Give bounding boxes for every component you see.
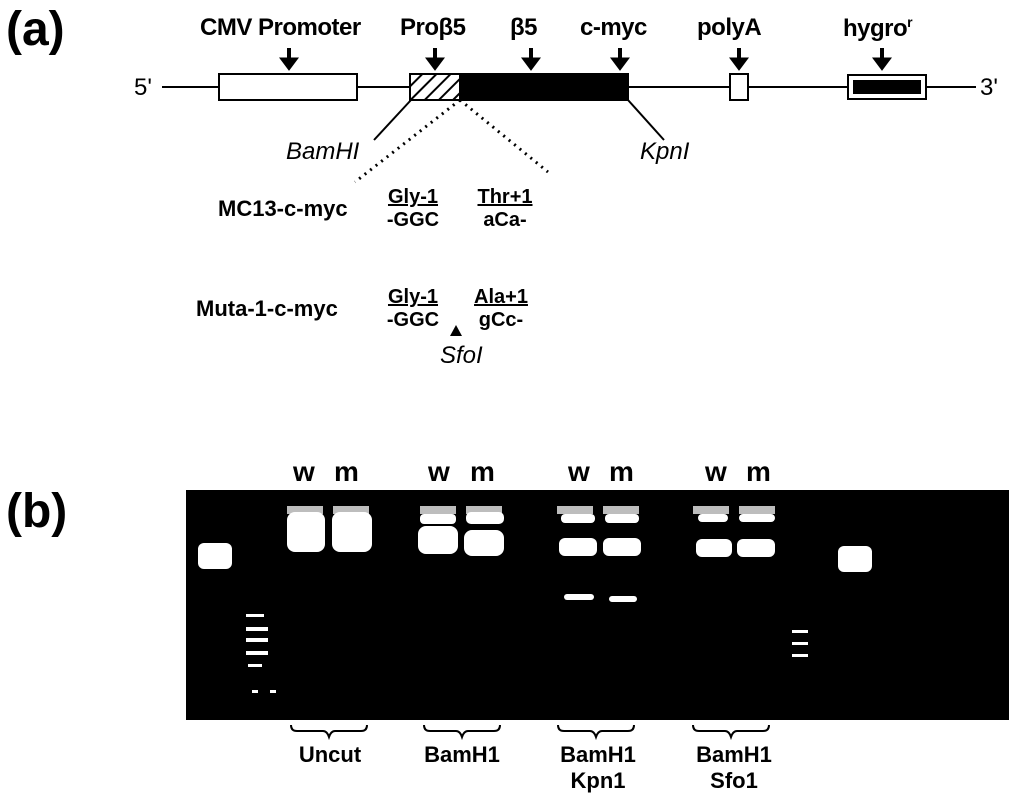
band-bamh1-w-upper [420,514,456,524]
gel-well [739,506,775,514]
arrow-down-icon [611,48,629,70]
marker-1-075kb: 1.075 kb [904,582,991,608]
band-uncut-m [332,512,372,552]
gel-well [603,506,639,514]
brace-sfo1 [693,725,769,737]
band-kpn1-m-upper [605,514,639,523]
brace-kpn1 [558,725,634,737]
bamhi-leader-line [374,100,411,140]
ladder-tick [246,651,268,655]
band-sfo1-w-upper [698,514,728,522]
digest-line2: Kpn1 [548,768,648,794]
pro-beta5-box [410,74,460,100]
lane-label-bamh1-w: w [428,456,450,488]
lane-label-sfo1-m: m [746,456,771,488]
band-sfo1-m-main [737,539,775,557]
digest-bamh1-sfo1: BamH1 Sfo1 [684,742,784,794]
gel-well [420,506,456,514]
marker-253bp: 253 bp [906,647,976,673]
ladder-tick [792,654,808,657]
band-bamh1-w-lower [418,526,458,554]
zoom-line-right [460,100,548,172]
sfoi-triangle-icon [450,325,462,336]
band-kpn1-m-main [603,538,641,556]
arrow-down-icon [873,48,891,70]
lane-label-kpn1-w: w [568,456,590,488]
ladder-tick [792,642,808,645]
gel-well [693,506,729,514]
beta5-box [460,74,610,100]
lane-label-uncut-w: w [293,456,315,488]
kpni-leader-line [628,100,664,140]
ladder-band-left [198,543,232,569]
ladder-tick [246,638,268,642]
digest-line2: Sfo1 [684,768,784,794]
element-arrows [280,48,891,70]
marker-6-67kb: 6.67 kb [906,534,981,560]
brace-bamh1 [424,725,500,737]
ladder-tick [252,690,258,693]
digest-line1: BamH1 [684,742,784,768]
ladder-band-right [838,546,872,572]
digest-line1: BamH1 [548,742,648,768]
lane-label-uncut-m: m [334,456,359,488]
digest-line1: Uncut [280,742,380,768]
band-kpn1-w-upper [561,514,595,523]
ladder-tick [246,614,264,617]
cmv-promoter-box [219,74,357,100]
band-bamh1-m-lower [464,530,504,556]
arrow-down-icon [426,48,444,70]
band-sfo1-w-main [696,539,732,557]
lane-label-kpn1-m: m [609,456,634,488]
lane-label-bamh1-m: m [470,456,495,488]
ladder-tick [246,627,268,631]
ladder-tick [270,690,276,693]
panel-b-label: (b) [6,484,67,539]
zoom-line-left [355,100,460,182]
ladder-tick [248,664,262,667]
band-kpn1-w-insert [564,594,594,600]
gel-well [557,506,593,514]
hygro-box-inner [853,80,921,94]
digest-bamh1-kpn1: BamH1 Kpn1 [548,742,648,794]
digest-line1: BamH1 [412,742,512,768]
band-bamh1-m-upper [466,512,504,524]
arrow-down-icon [730,48,748,70]
polya-box [730,74,748,100]
band-sfo1-m-upper [739,514,775,522]
lane-label-sfo1-w: w [705,456,727,488]
ladder-tick [792,630,808,633]
digest-uncut: Uncut [280,742,380,768]
band-kpn1-w-main [559,538,597,556]
arrow-down-icon [280,48,298,70]
arrow-down-icon [522,48,540,70]
digest-bamh1: BamH1 [412,742,512,768]
brace-uncut [291,725,367,737]
c-myc-box [612,74,628,100]
band-uncut-w [287,512,325,552]
band-kpn1-m-insert [609,596,637,602]
lane-braces [291,725,769,737]
